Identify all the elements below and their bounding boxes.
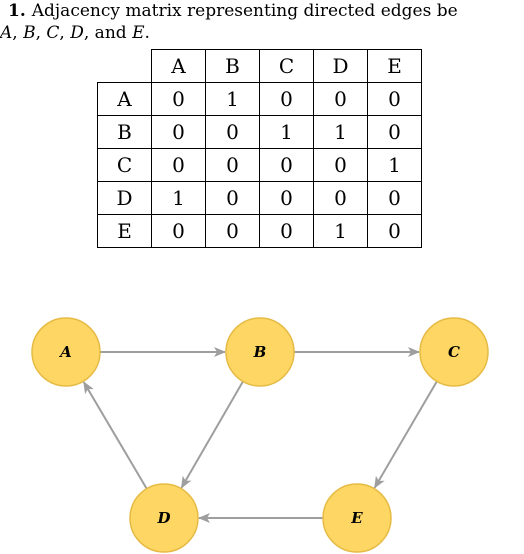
caption-separator: , xyxy=(59,23,71,43)
matrix-row-header: B xyxy=(97,115,152,149)
caption-line-2: A, B, C, D, and E. xyxy=(0,22,524,44)
matrix-row-header: E xyxy=(97,214,152,248)
caption-node-name: A xyxy=(0,23,13,43)
caption-separator: . xyxy=(144,23,150,43)
matrix-cell: 1 xyxy=(151,181,206,215)
matrix-cell: 0 xyxy=(367,181,422,215)
caption-separator: , xyxy=(35,23,47,43)
nodes-layer: A B C D E xyxy=(31,317,489,553)
matrix-cell: 0 xyxy=(151,82,206,116)
matrix-row-header: D xyxy=(97,181,152,215)
matrix-column-header: A xyxy=(151,49,206,83)
matrix-cell: 0 xyxy=(259,214,314,248)
matrix-cell: 0 xyxy=(313,148,368,182)
matrix-column-header: D xyxy=(313,49,368,83)
node-e: E xyxy=(322,483,392,553)
edge-d-to-a xyxy=(82,381,148,490)
matrix-cell: 1 xyxy=(205,82,260,116)
node-label: C xyxy=(448,343,460,361)
caption-line-1: 1.Adjacency matrix representing directed… xyxy=(0,0,524,22)
node-circle xyxy=(31,317,101,387)
caption-separator: , and xyxy=(83,23,133,43)
directed-graph: A B C D E xyxy=(31,317,489,553)
matrix-cell: 0 xyxy=(151,115,206,149)
node-circle xyxy=(322,483,392,553)
matrix-row-header: A xyxy=(97,82,152,116)
matrix-cell: 1 xyxy=(367,148,422,182)
matrix-cell: 0 xyxy=(205,181,260,215)
node-circle xyxy=(419,317,489,387)
matrix-cell: 0 xyxy=(259,181,314,215)
caption-node-name: D xyxy=(70,23,84,43)
matrix-cell: 0 xyxy=(367,115,422,149)
node-d: D xyxy=(129,483,199,553)
matrix-column-header: C xyxy=(259,49,314,83)
caption-node-name: B xyxy=(23,23,36,43)
matrix-cell: 0 xyxy=(151,214,206,248)
caption-node-name: E xyxy=(132,23,145,43)
matrix-cell: 0 xyxy=(259,148,314,182)
node-label: E xyxy=(350,509,363,527)
matrix-cell: 1 xyxy=(259,115,314,149)
matrix-column-header: E xyxy=(367,49,422,83)
node-circle xyxy=(225,317,295,387)
edges-layer xyxy=(82,347,438,523)
caption-number: 1. xyxy=(8,1,26,21)
node-b: B xyxy=(225,317,295,387)
matrix-cell: 1 xyxy=(313,115,368,149)
matrix-cell: 0 xyxy=(313,181,368,215)
node-label: D xyxy=(156,509,170,527)
matrix-cell: 0 xyxy=(205,214,260,248)
matrix-column-header: B xyxy=(205,49,260,83)
matrix-cell: 0 xyxy=(367,82,422,116)
matrix-cell: 0 xyxy=(205,148,260,182)
caption-text: Adjacency matrix representing directed e… xyxy=(31,1,458,21)
caption-separator: , xyxy=(12,23,24,43)
edge-b-to-d xyxy=(180,380,244,489)
node-circle xyxy=(129,483,199,553)
node-c: C xyxy=(419,317,489,387)
node-label: B xyxy=(253,343,267,361)
matrix-row-header: C xyxy=(97,148,152,182)
node-a: A xyxy=(31,317,101,387)
caption-node-name: C xyxy=(46,23,60,43)
matrix-cell: 0 xyxy=(205,115,260,149)
matrix-cell: 0 xyxy=(313,82,368,116)
matrix-cell: 0 xyxy=(151,148,206,182)
matrix-corner-cell xyxy=(97,49,152,83)
matrix-cell: 1 xyxy=(313,214,368,248)
node-label: A xyxy=(58,343,72,361)
edge-c-to-e xyxy=(373,380,438,489)
matrix-cell: 0 xyxy=(367,214,422,248)
matrix-cell: 0 xyxy=(259,82,314,116)
figure-caption: 1.Adjacency matrix representing directed… xyxy=(0,0,524,46)
